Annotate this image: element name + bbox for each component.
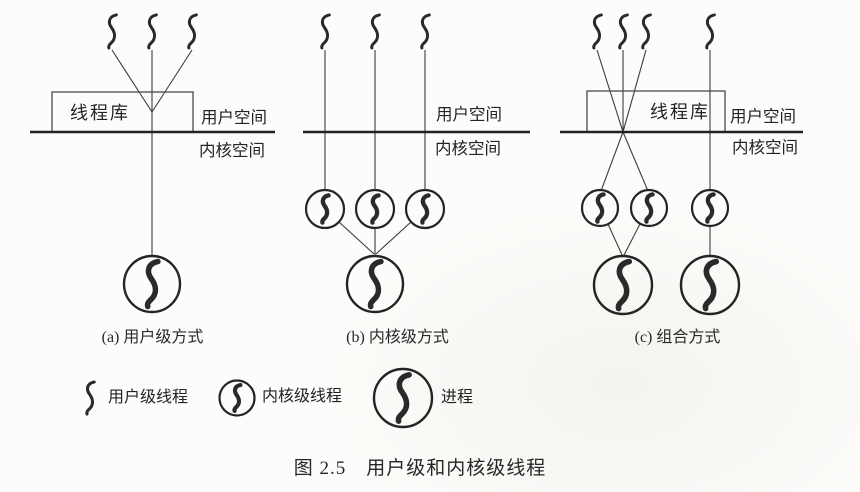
panel-b-art xyxy=(324,50,426,255)
kernel-thread-icon xyxy=(580,188,620,228)
kernel-thread-icon xyxy=(690,188,730,228)
panel-c-user-threads xyxy=(592,13,716,50)
mapping-line xyxy=(622,223,641,258)
user-space-label-a: 用户空间 xyxy=(201,108,267,127)
process-icon xyxy=(592,254,654,316)
kernel-space-label-a: 内核空间 xyxy=(199,141,265,160)
kernel-space-label-c: 内核空间 xyxy=(732,138,798,157)
mapping-line xyxy=(111,49,153,113)
kernel-thread-icon xyxy=(218,379,256,417)
legend-art xyxy=(85,367,434,429)
user-thread-icon xyxy=(618,13,629,50)
panel-a-caption: (a) 用户级方式 xyxy=(101,329,204,346)
panel-b-user-threads xyxy=(320,13,431,50)
user-thread-icon xyxy=(187,13,198,50)
panel-c-kernel-threads xyxy=(580,188,730,228)
mapping-line xyxy=(338,221,375,255)
user-thread-icon xyxy=(705,13,716,50)
legend-process-label: 进程 xyxy=(441,389,474,406)
panel-a-art xyxy=(111,49,193,256)
panel-b-kernel-threads xyxy=(304,188,446,230)
process-icon xyxy=(679,254,741,316)
user-thread-icon xyxy=(147,13,158,50)
panel-a-user-threads xyxy=(107,13,198,50)
figure-caption: 图 2.5 用户级和内核级线程 xyxy=(293,458,547,479)
kernel-thread-icon xyxy=(404,188,446,230)
user-space-label-b: 用户空间 xyxy=(436,105,502,124)
user-thread-icon xyxy=(420,13,431,50)
kernel-thread-icon xyxy=(629,188,669,228)
user-thread-icon xyxy=(592,13,603,50)
user-space-label-c: 用户空间 xyxy=(730,107,796,126)
kernel-thread-icon xyxy=(304,188,346,230)
user-thread-icon xyxy=(320,13,331,50)
kernel-space-label-b: 内核空间 xyxy=(435,139,501,158)
mapping-line xyxy=(375,221,412,255)
user-thread-icon xyxy=(370,13,381,50)
panel-b-caption: (b) 内核级方式 xyxy=(346,329,449,346)
process-icon xyxy=(372,367,434,429)
user-thread-icon xyxy=(641,13,652,50)
legend-kernel-thread-label: 内核级线程 xyxy=(262,388,343,405)
user-thread-icon xyxy=(85,380,96,416)
thread-library-label-a: 线程库 xyxy=(70,103,130,123)
mapping-line xyxy=(622,131,649,192)
panel-c-caption: (c) 组合方式 xyxy=(634,329,721,346)
user-thread-icon xyxy=(107,13,118,50)
process-icon xyxy=(345,254,405,314)
mapping-line xyxy=(151,49,193,113)
process-icon xyxy=(122,254,182,314)
thread-library-label-c: 线程库 xyxy=(650,102,710,122)
kernel-thread-icon xyxy=(354,188,396,230)
mapping-line xyxy=(607,223,624,258)
legend-user-thread-label: 用户级线程 xyxy=(108,389,189,406)
mapping-line xyxy=(600,131,624,192)
